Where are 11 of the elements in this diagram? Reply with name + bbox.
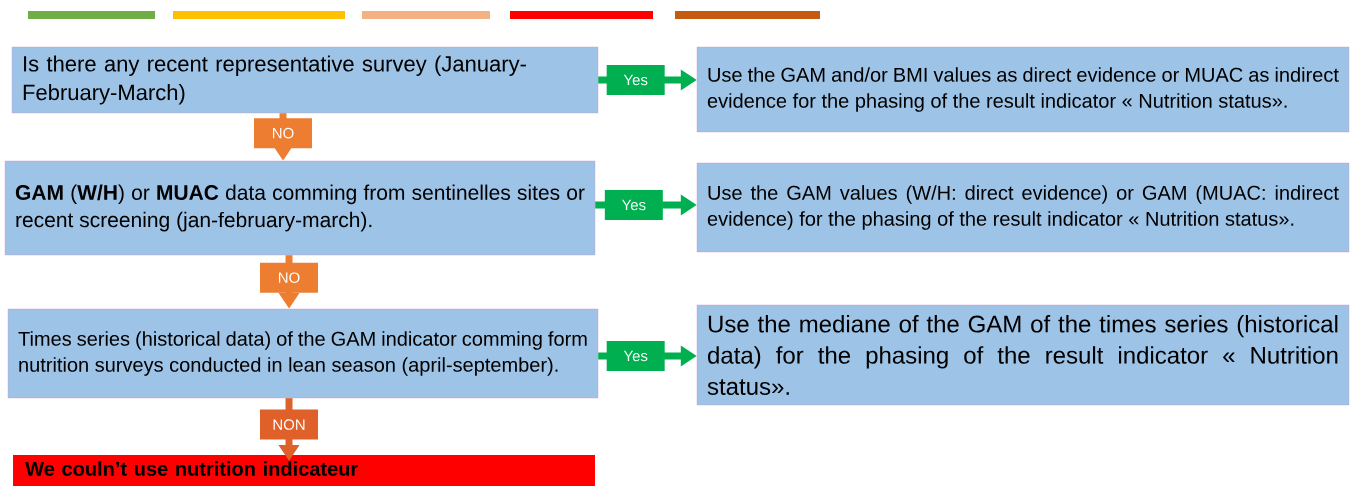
process-box: Use the mediane of the GAM of the times series (historical data) for the phasing of the result indicator « Nutrition status». (696, 304, 1350, 406)
edge-label: Yes (606, 341, 665, 371)
process-box: Use the GAM values (W/H: direct evidence) or GAM (MUAC: indirect evidence) for the phasing of the result indicator « Nutrition status». (696, 162, 1350, 253)
process-box: Times series (historical data) of the GAM indicator comming form nutrition surveys conducted in lean season (april-september). (7, 308, 599, 399)
warning-box: We couln’t use nutrition indicateur (13, 455, 595, 486)
edge-label: Yes (606, 65, 665, 95)
process-box: GAM (W/H) or MUAC data comming from sentinelles sites or recent screening (jan-february-march). (4, 160, 596, 256)
edge-label: Yes (604, 190, 663, 220)
process-box: Use the GAM and/or BMI values as direct evidence or MUAC as indirect evidence for the phasing of the result indicator « Nutrition status». (696, 46, 1350, 133)
process-box: Is there any recent representative survey (January-February-March) (11, 46, 599, 114)
edge-label: NON (260, 409, 318, 440)
